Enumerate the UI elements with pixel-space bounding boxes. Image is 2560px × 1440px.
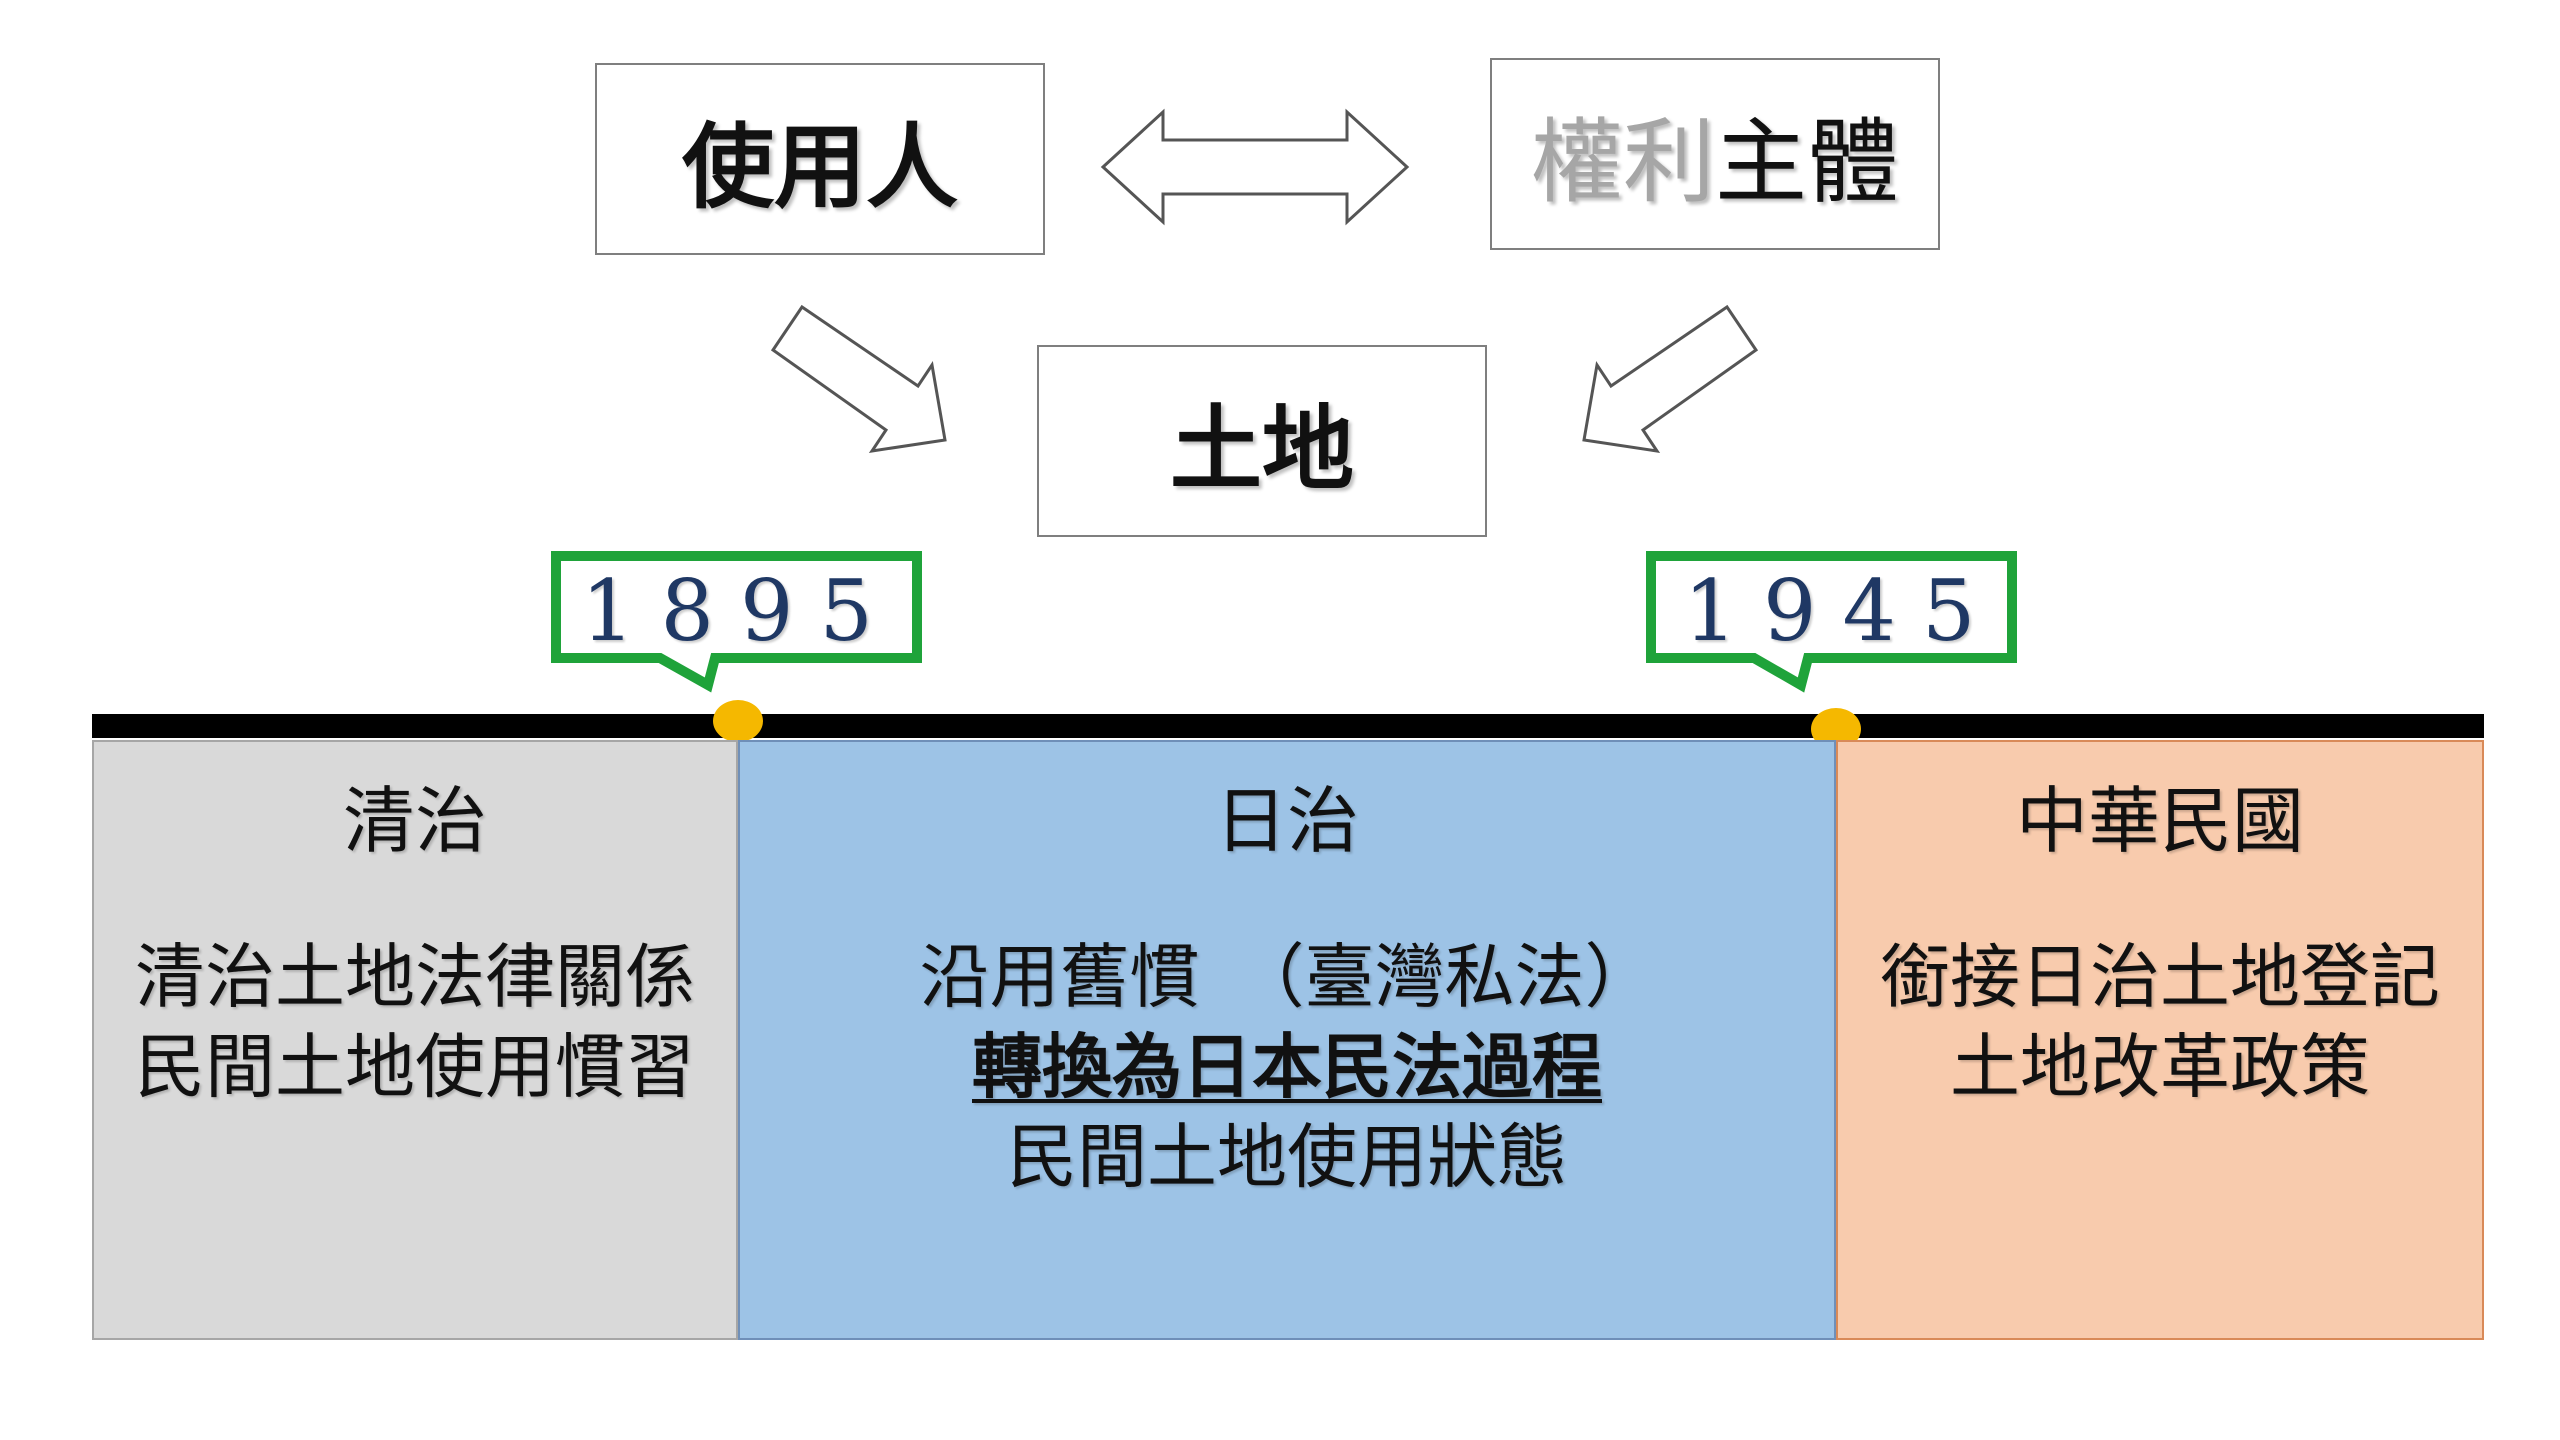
arrow-down-right-icon [770, 304, 947, 453]
rights-subject-box: 權利主體 [1490, 58, 1940, 250]
marker-1945 [1811, 708, 1861, 750]
user-box: 使用人 [595, 63, 1045, 255]
marker-1895 [713, 700, 763, 742]
year-1945-label: 1945 [1683, 562, 2002, 660]
period-qing-title: 清治 [342, 779, 487, 863]
period-japan-title: 日治 [1214, 779, 1359, 863]
timeline-bar [92, 714, 2484, 738]
callout-1945 [1646, 551, 2017, 693]
period-qing: 清治 清治土地法律關係 民間土地使用慣習 [92, 740, 738, 1340]
arrow-down-left-icon [1582, 304, 1759, 453]
period-japan-description: 沿用舊慣 （臺灣私法） 轉換為日本民法過程 民間土地使用狀態 [740, 932, 1834, 1202]
period-roc: 中華民國 銜接日治土地登記 土地改革政策 [1836, 740, 2484, 1340]
year-1895-label: 1895 [581, 562, 899, 660]
rights-subject-label: 權利主體 [1531, 88, 1899, 221]
land-label: 土地 [1169, 395, 1354, 503]
period-qing-line: 民間土地使用慣習 [135, 1026, 695, 1108]
period-roc-line: 銜接日治土地登記 [1880, 936, 2440, 1018]
period-japan-line-emphasis: 轉換為日本民法過程 [972, 1026, 1602, 1108]
period-qing-description: 清治土地法律關係 民間土地使用慣習 [94, 932, 736, 1112]
period-roc-description: 銜接日治土地登記 土地改革政策 [1838, 932, 2482, 1112]
period-roc-line: 土地改革政策 [1950, 1026, 2370, 1108]
period-japan-line: 民間土地使用狀態 [1007, 1116, 1567, 1198]
period-roc-title: 中華民國 [2015, 779, 2304, 863]
period-japan-line: 沿用舊慣 （臺灣私法） [919, 936, 1655, 1018]
period-japan: 日治 沿用舊慣 （臺灣私法） 轉換為日本民法過程 民間土地使用狀態 [738, 740, 1836, 1340]
land-box: 土地 [1037, 345, 1487, 537]
rights-label-part1: 權利 [1530, 108, 1715, 216]
period-qing-line: 清治土地法律關係 [135, 936, 695, 1018]
callout-1895 [551, 551, 922, 693]
rights-label-part2: 主體 [1715, 108, 1900, 216]
user-label: 使用人 [681, 113, 958, 221]
double-arrow-icon [1100, 108, 1410, 226]
